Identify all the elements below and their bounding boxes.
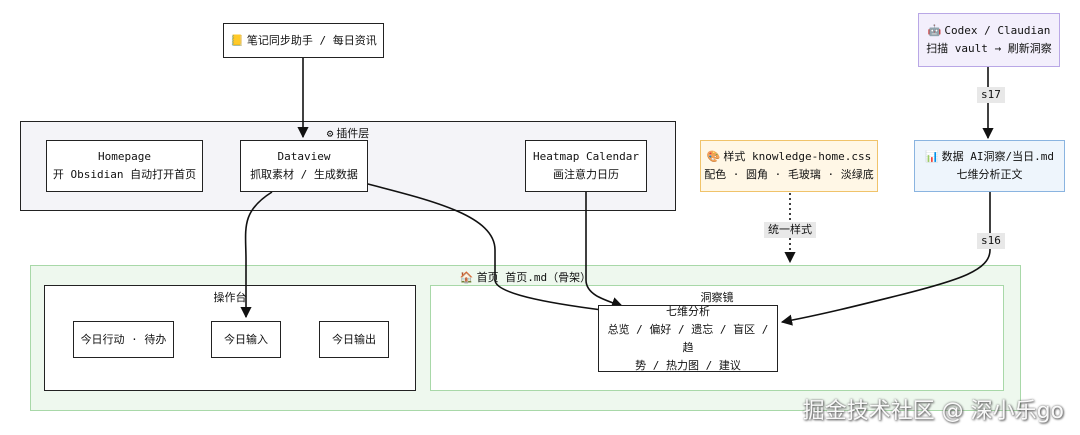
notebook-icon: 📒 (230, 33, 244, 47)
edge-heatmap-to-sevendim (585, 192, 624, 308)
edge-label-unified-style: 统一样式 (764, 222, 816, 238)
gear-icon: ⚙ (326, 127, 334, 140)
edge-insight-to-sevendim (780, 191, 991, 326)
house-icon: 🏠 (459, 271, 474, 284)
edge-dataview-to-input (240, 191, 273, 319)
node-heatmap: Heatmap Calendar 画注意力日历 (525, 140, 647, 192)
plugin-layer-title: ⚙插件层 (326, 127, 370, 140)
node-seven-dim: 七维分析 总览 / 偏好 / 遗忘 / 盲区 / 趋 势 / 热力图 / 建议 (598, 305, 778, 372)
insight-lens-title: 洞察镜 (700, 291, 734, 304)
homepage-md-title: 🏠首页 首页.md（骨架） (459, 271, 592, 284)
node-today-todo: 今日行动 · 待办 (73, 321, 174, 358)
node-today-input: 今日输入 (211, 321, 281, 358)
edge-label-s16: s16 (977, 233, 1005, 249)
robot-icon: 🤖 (927, 24, 942, 37)
palette-icon: 🎨 (706, 150, 721, 163)
node-style: 🎨样式 knowledge-home.css 配色 · 圆角 · 毛玻璃 · 淡… (700, 140, 878, 192)
node-homepage: Homepage 开 Obsidian 自动打开首页 (46, 140, 203, 192)
node-today-output: 今日输出 (319, 321, 389, 358)
edge-dataview-to-sevendim (359, 181, 620, 317)
edge-label-s17: s17 (977, 87, 1005, 103)
node-insight-md: 📊数据 AI洞察/当日.md 七维分析正文 (914, 140, 1065, 192)
watermark: 掘金技术社区 @ 深小乐go (802, 399, 1064, 424)
node-sync-assistant: 📒笔记同步助手 / 每日资讯 (223, 23, 384, 58)
node-dataview: Dataview 抓取素材 / 生成数据 (240, 140, 368, 192)
chart-icon: 📊 (924, 150, 939, 163)
node-codex: 🤖Codex / Claudian 扫描 vault → 刷新洞察 (918, 13, 1060, 67)
console-title: 操作台 (213, 291, 247, 304)
